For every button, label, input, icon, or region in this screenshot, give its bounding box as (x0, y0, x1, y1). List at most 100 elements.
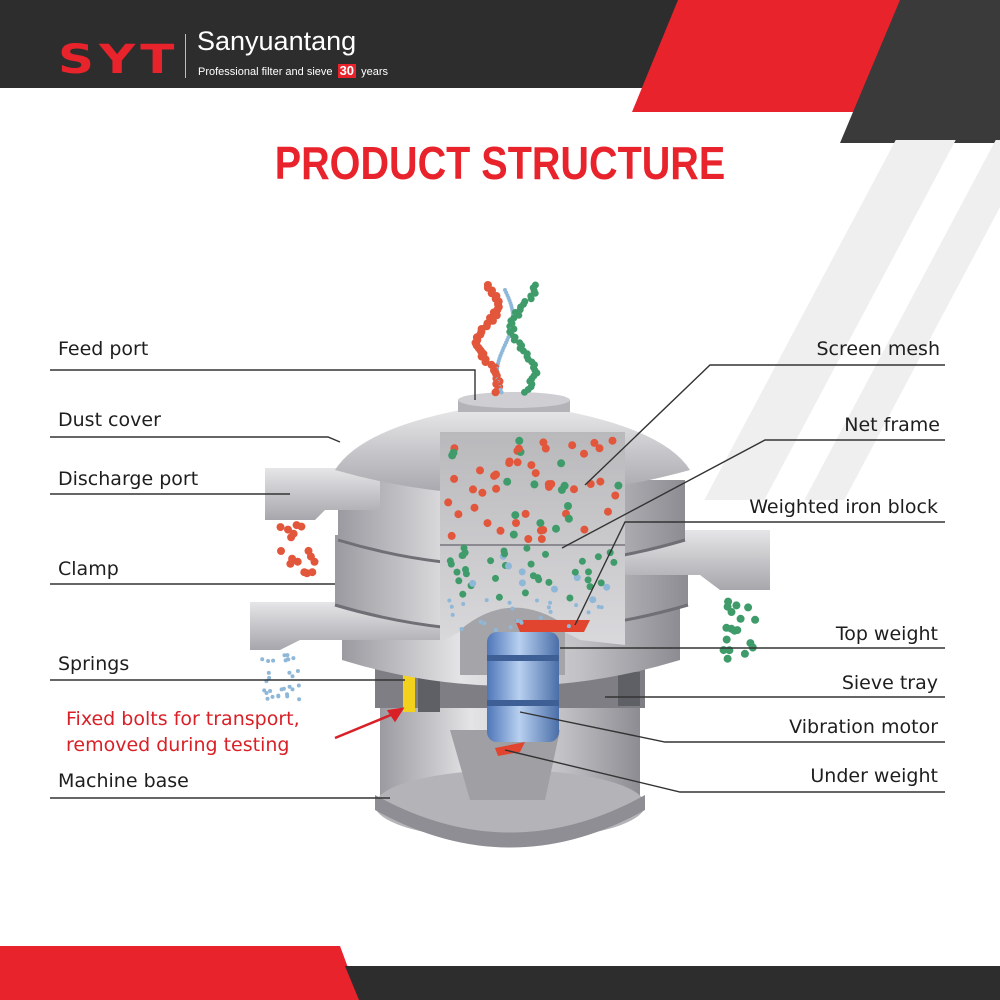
particle (277, 547, 285, 555)
particle (535, 598, 539, 603)
particle (292, 521, 301, 530)
particle (495, 593, 503, 601)
particle (493, 628, 498, 632)
particle (454, 510, 463, 519)
particle (284, 525, 292, 534)
material-particles (260, 281, 760, 702)
particle (503, 477, 512, 486)
particle (570, 485, 578, 494)
particle (608, 436, 617, 445)
particle (510, 606, 515, 611)
particle (260, 657, 265, 662)
particle (296, 683, 301, 688)
particle (288, 554, 297, 563)
particle (596, 604, 601, 609)
particle (515, 619, 520, 623)
particle (276, 694, 281, 699)
particle (459, 627, 464, 631)
particle (461, 602, 466, 606)
particle (521, 589, 529, 597)
particle (542, 550, 549, 558)
upper-discharge-spout (265, 468, 380, 520)
particle (586, 610, 591, 615)
particle (447, 531, 456, 540)
particle (282, 653, 287, 658)
particle (449, 448, 458, 457)
particle (470, 503, 479, 512)
particle (492, 574, 499, 582)
particle (722, 635, 731, 644)
label-top-weight: Top weight (835, 623, 938, 645)
particle (723, 654, 732, 663)
particle (584, 576, 592, 584)
particle (447, 598, 452, 603)
particle (513, 458, 522, 467)
particle (514, 444, 523, 453)
particle (724, 597, 733, 606)
particle (531, 469, 540, 478)
particle (539, 438, 548, 447)
label-net-frame: Net frame (844, 414, 940, 436)
particle (455, 577, 463, 585)
particle (501, 550, 509, 558)
particle (483, 519, 492, 528)
note-line-2: removed during testing (66, 734, 290, 756)
particle (487, 557, 495, 565)
particle (482, 621, 487, 626)
particle (290, 687, 295, 692)
particle (546, 605, 551, 610)
leader-lines (50, 364, 945, 799)
particle (267, 675, 272, 680)
particle (541, 444, 550, 453)
particle (481, 358, 490, 366)
particle (614, 481, 623, 490)
particle (564, 514, 573, 523)
particle (491, 388, 500, 397)
label-vibration-motor: Vibration motor (789, 716, 938, 738)
particle (537, 535, 546, 543)
particle (589, 596, 597, 604)
particle (511, 511, 520, 520)
particle (518, 568, 526, 576)
label-discharge-port: Discharge port (58, 468, 199, 490)
particle (524, 535, 533, 543)
particle (276, 523, 285, 532)
label-dust-cover: Dust cover (58, 409, 161, 431)
label-springs: Springs (58, 653, 130, 675)
footer-dark-bar (345, 966, 1000, 1000)
particle (611, 491, 620, 500)
particle (291, 656, 296, 661)
label-under-weight: Under weight (810, 765, 938, 787)
particle (736, 614, 745, 623)
logo-separator (185, 34, 186, 78)
particle (547, 480, 556, 488)
particle (478, 619, 483, 624)
tagline-text: Professional filter and sieve (198, 66, 333, 78)
particle (751, 615, 760, 624)
particle (548, 609, 553, 614)
particle (519, 619, 523, 624)
particle (469, 579, 477, 587)
note-line-1: Fixed bolts for transport, (66, 708, 300, 730)
particle (599, 605, 604, 610)
particle (286, 657, 291, 662)
brand-name: Sanyuantang (197, 26, 357, 56)
particle (590, 438, 599, 447)
particle (578, 557, 586, 565)
cutaway-interior (440, 432, 625, 645)
particle (604, 507, 612, 516)
particle (310, 557, 319, 566)
particle (586, 583, 594, 591)
particle (492, 470, 500, 479)
particle (527, 560, 535, 568)
particle (512, 519, 520, 527)
particle (478, 488, 487, 497)
particle (732, 601, 741, 610)
particle (594, 553, 602, 561)
particle (304, 546, 313, 555)
particle (530, 480, 539, 489)
brand-tagline: Professional filter and sieve 30 years (198, 64, 388, 79)
particle (557, 459, 566, 468)
particle (287, 670, 292, 675)
particle (450, 474, 459, 483)
